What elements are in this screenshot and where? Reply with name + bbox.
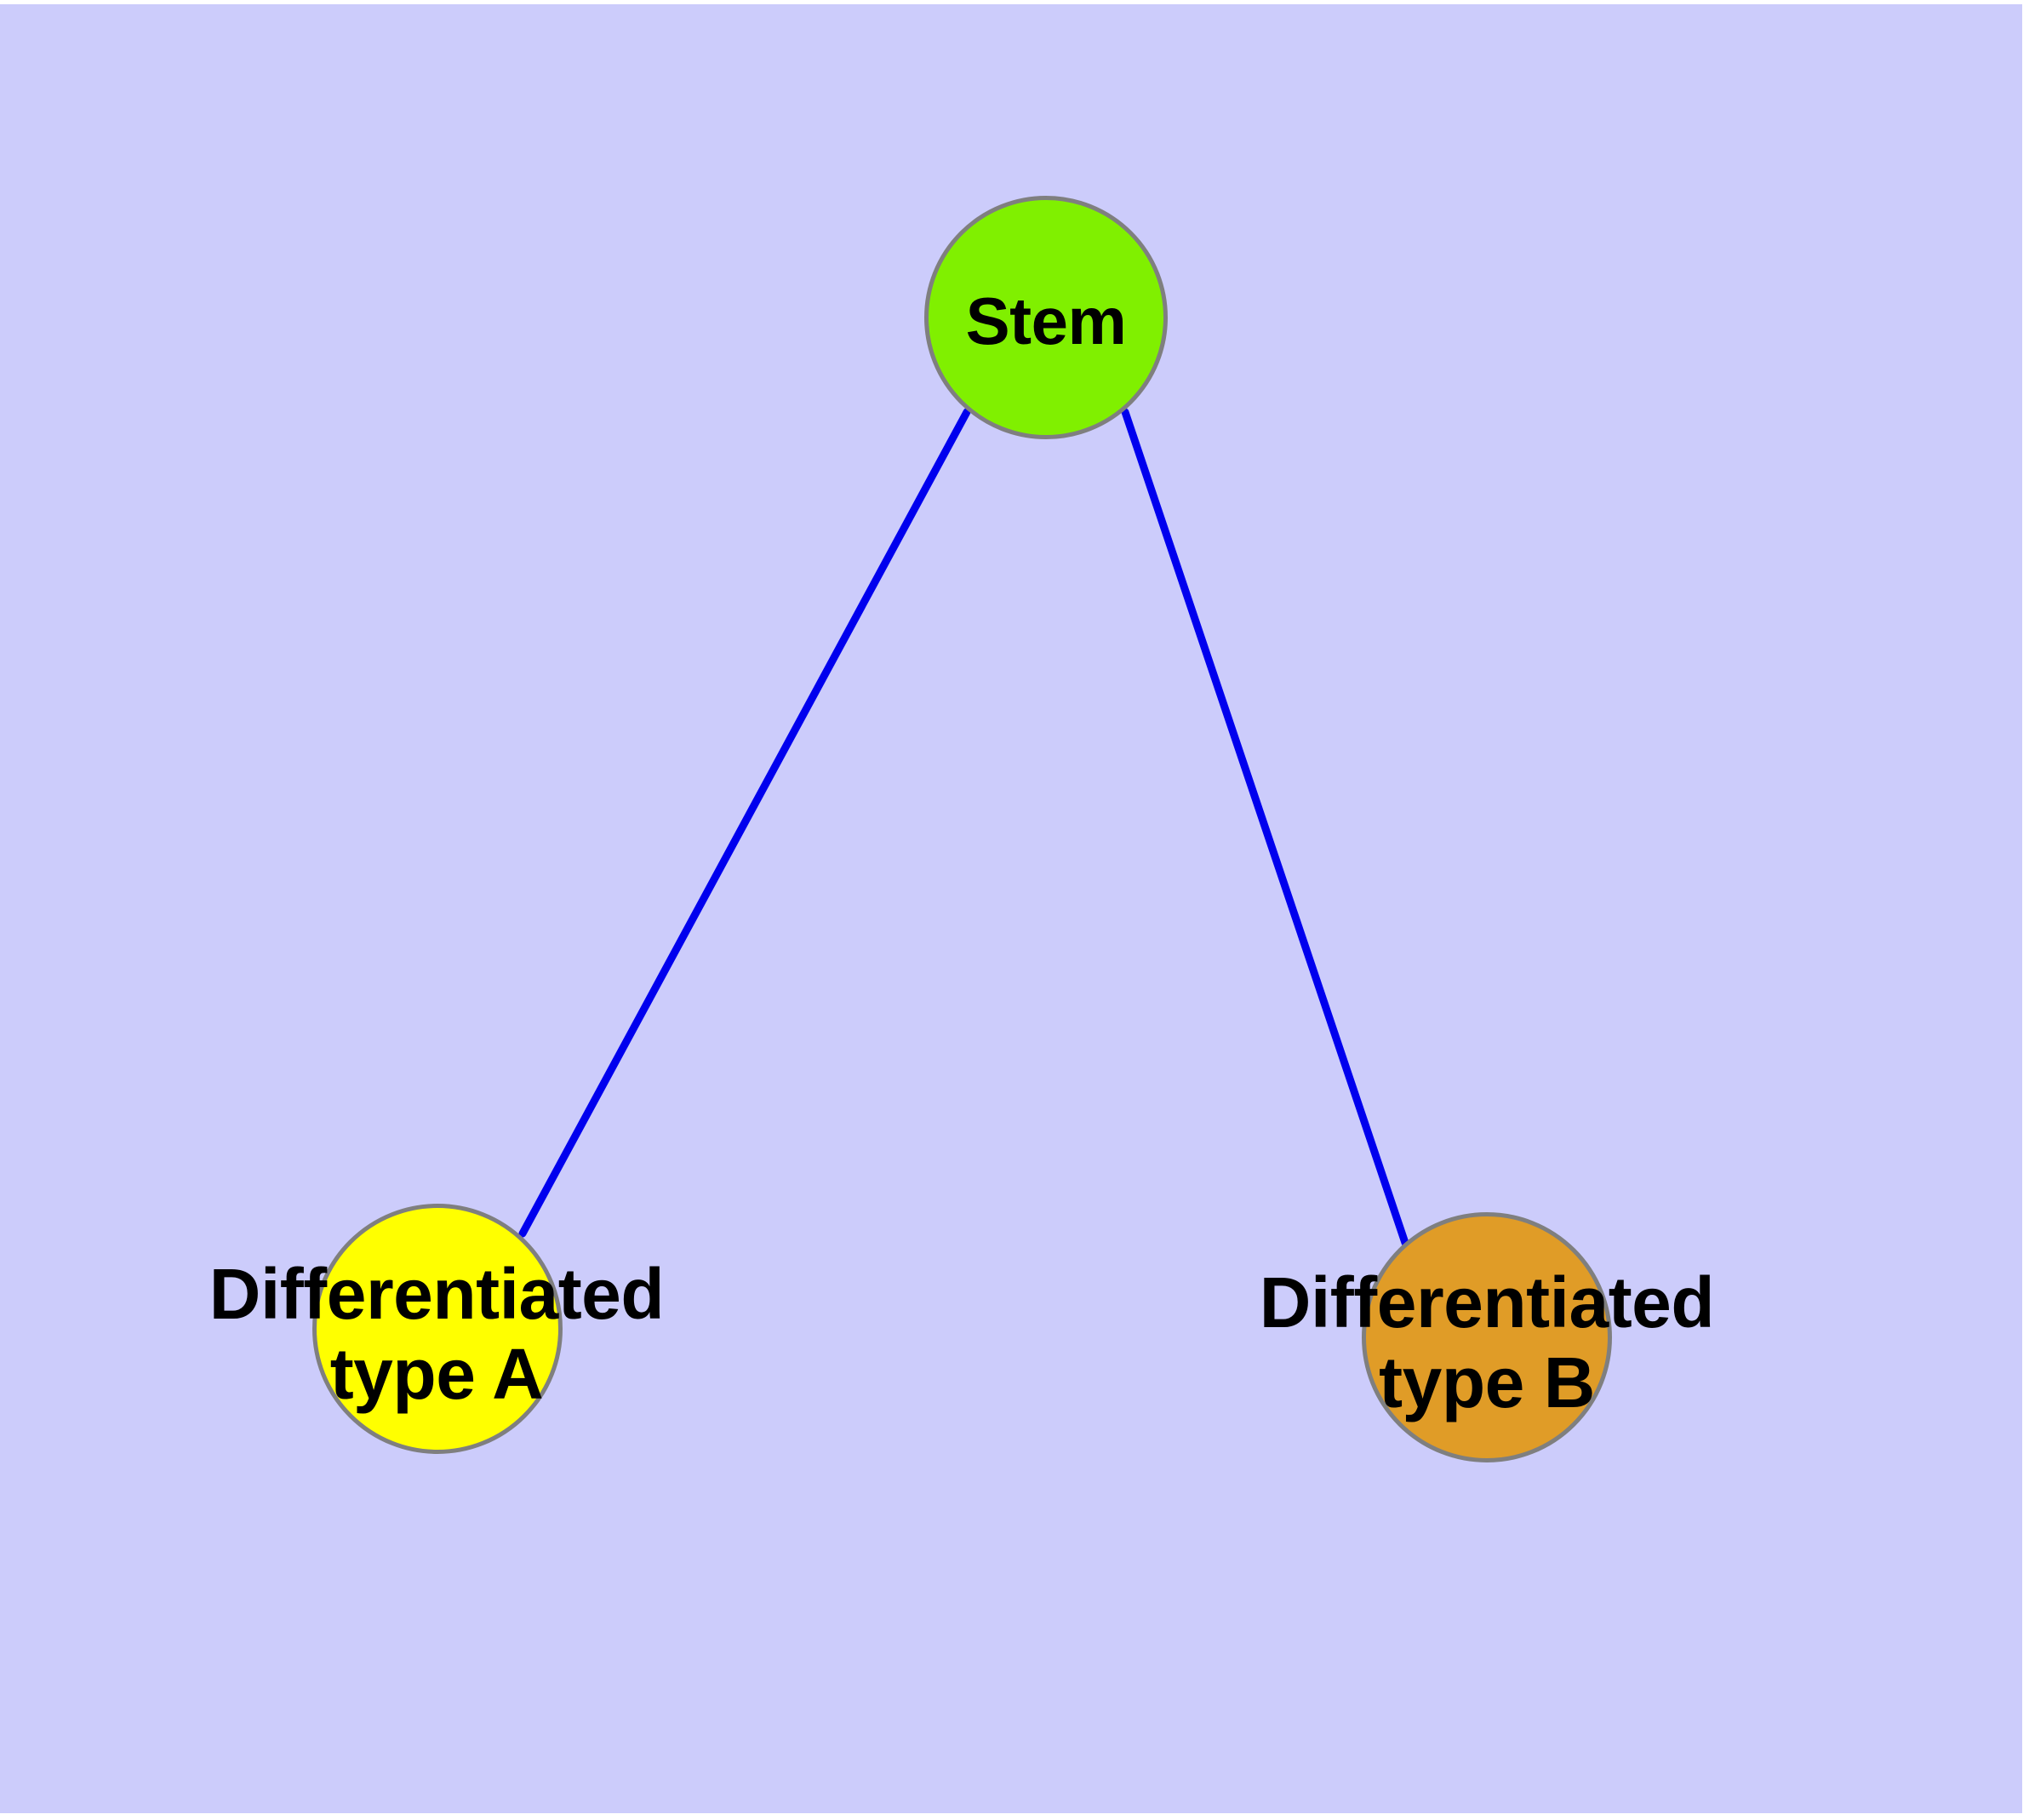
node-differentiated-type-b[interactable]	[1362, 1212, 1612, 1462]
graph-canvas: Stem Differentiated type A Differentiate…	[0, 4, 2022, 1813]
edge-layer	[518, 408, 1409, 1247]
node-stem[interactable]	[924, 196, 1168, 439]
edge-stem-to-diff-b	[1121, 408, 1409, 1247]
edge-stem-to-diff-a	[518, 408, 971, 1238]
node-differentiated-type-a[interactable]	[312, 1204, 563, 1454]
